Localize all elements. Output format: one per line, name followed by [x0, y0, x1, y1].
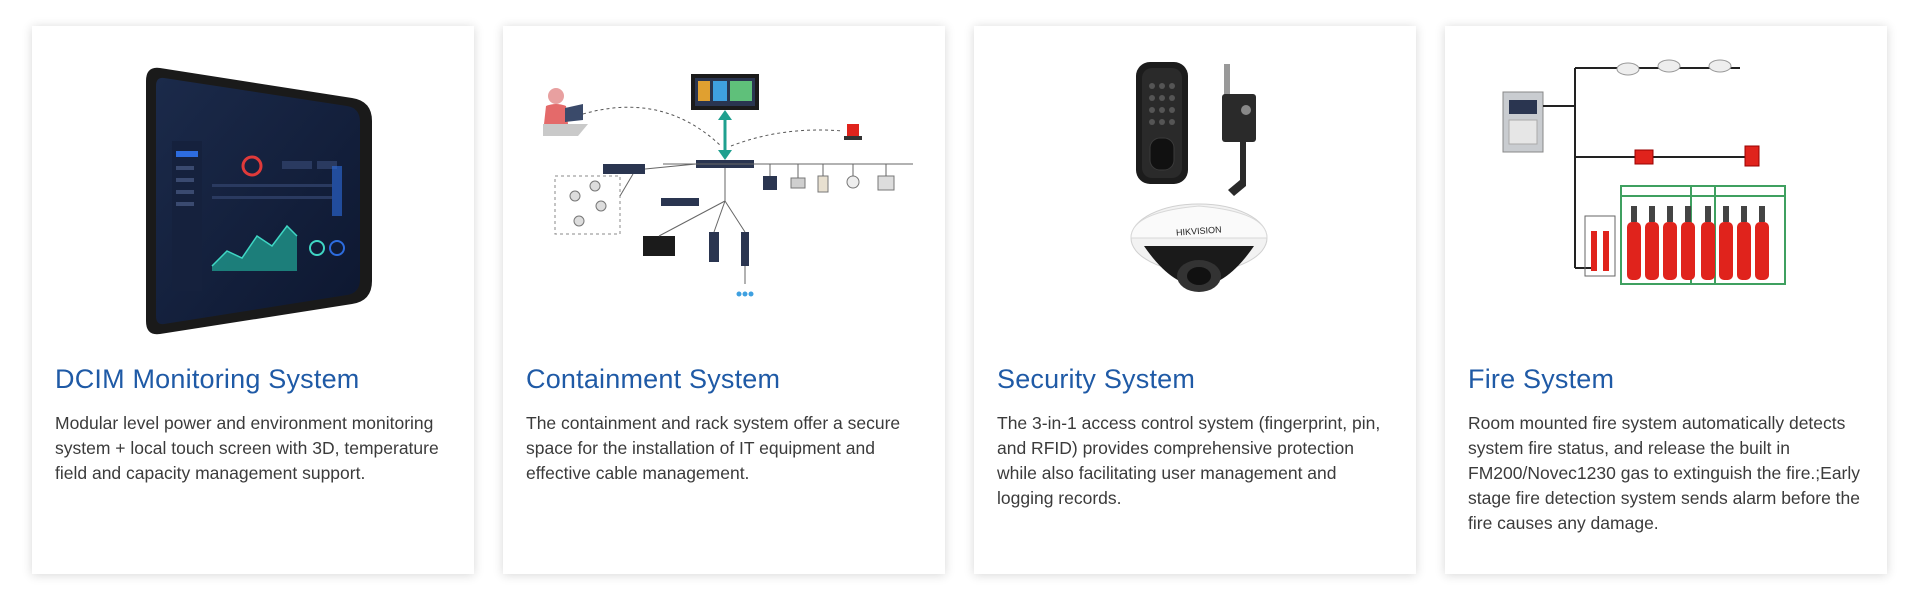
card-description: The 3-in-1 access control system (finger… [997, 413, 1381, 508]
card-dcim-monitoring[interactable]: DCIM Monitoring System Modular level pow… [32, 26, 474, 574]
card-title[interactable]: Containment System [526, 364, 781, 394]
card-title[interactable]: DCIM Monitoring System [55, 364, 360, 394]
dcim-touchscreen-image [42, 36, 464, 336]
card-title[interactable]: Security System [997, 364, 1196, 394]
card-containment[interactable]: Containment System The containment and r… [503, 26, 945, 574]
card-fire[interactable]: Fire System Room mounted fire system aut… [1445, 26, 1887, 574]
card-description: Room mounted fire system automatically d… [1468, 413, 1861, 533]
containment-topology-diagram [513, 36, 935, 336]
card-description: Modular level power and environment moni… [55, 413, 439, 483]
camera-brand-logo: HIKVISION [1176, 224, 1222, 237]
card-title[interactable]: Fire System [1468, 364, 1615, 394]
card-security[interactable]: HIKVISION Security System The 3-in-1 acc… [974, 26, 1416, 574]
fire-suppression-diagram [1455, 36, 1877, 336]
security-devices-image: HIKVISION [984, 36, 1406, 336]
card-description: The containment and rack system offer a … [526, 413, 901, 483]
